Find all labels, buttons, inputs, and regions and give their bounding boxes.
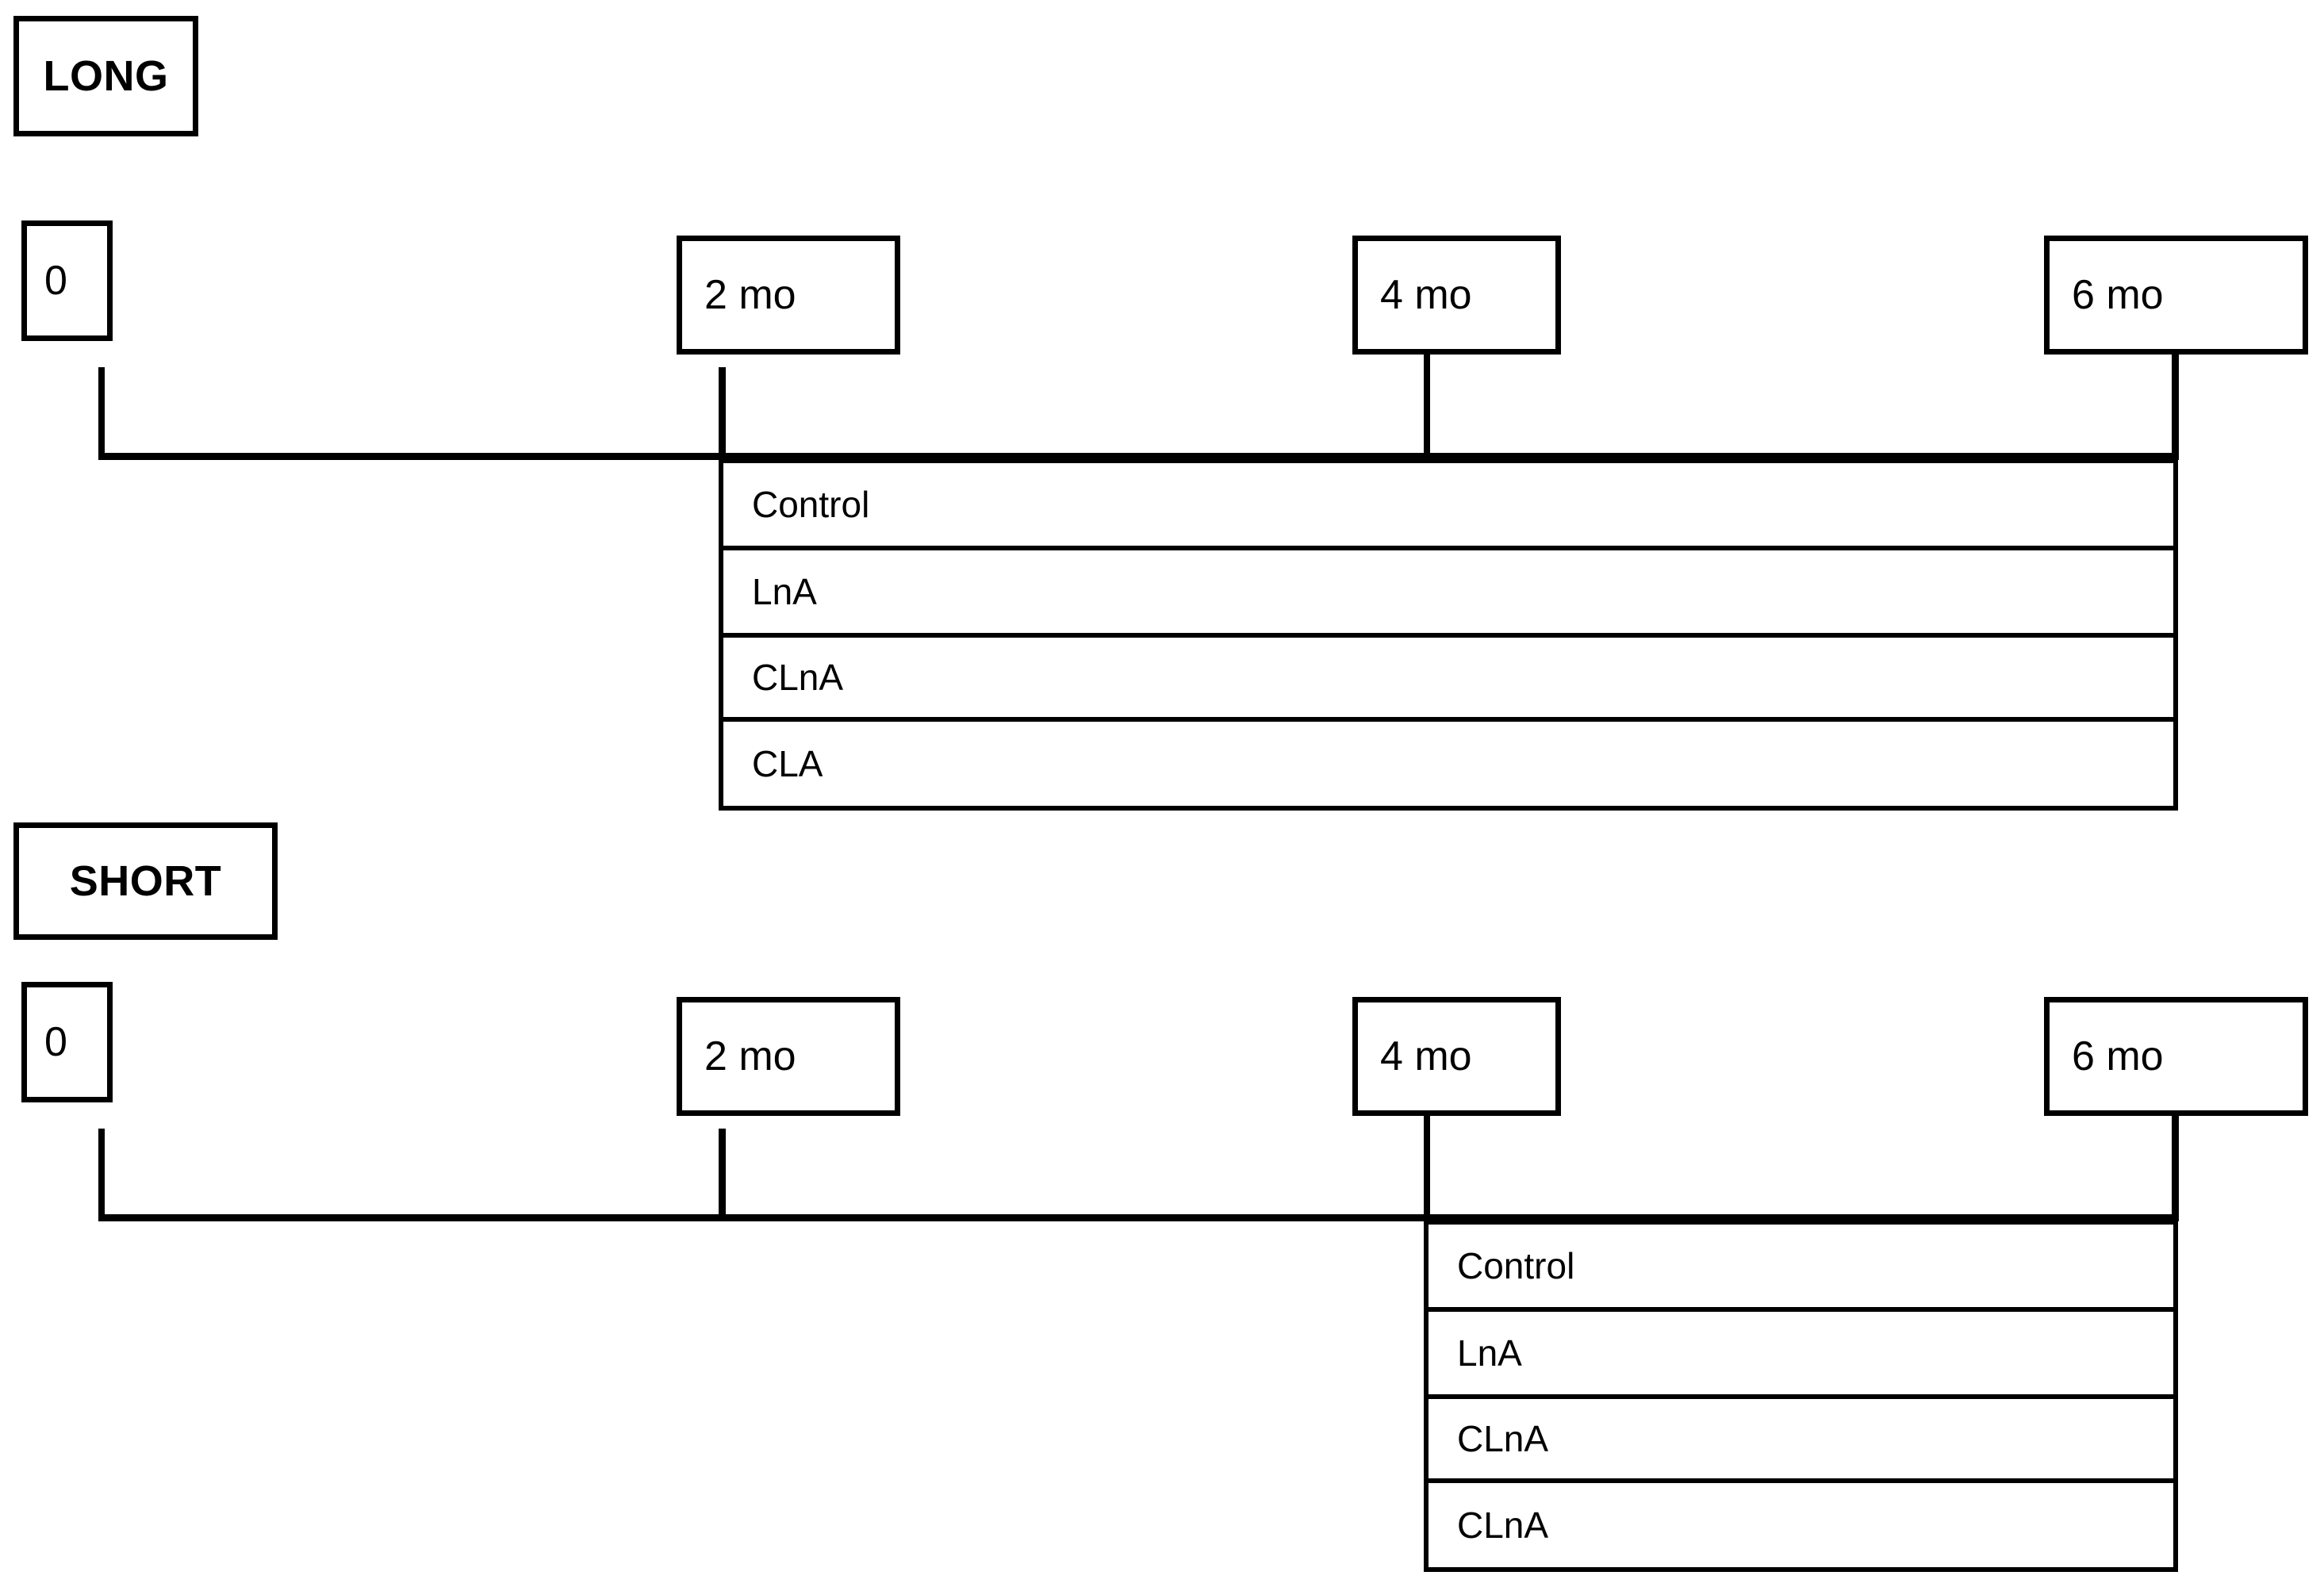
group-bar-long-lna: LnA	[719, 546, 2178, 638]
phase-label-short-text: SHORT	[69, 857, 222, 905]
phase-label-long: LONG	[13, 16, 198, 136]
group-bar-long-cla: CLA	[719, 717, 2178, 811]
timeline-stem-short-6mo	[2172, 1116, 2179, 1221]
timepoint-box-long-4mo: 4 mo	[1352, 236, 1561, 355]
timepoint-label-long-2mo: 2 mo	[704, 272, 796, 318]
group-label-long-clna: CLnA	[752, 657, 844, 698]
timepoint-box-long-0: 0	[21, 220, 113, 341]
group-label-long-lna: LnA	[752, 571, 817, 612]
timepoint-label-long-0: 0	[44, 258, 67, 304]
timeline-stem-long-4mo	[1424, 355, 1430, 459]
timeline-stem-short-4mo	[1424, 1116, 1430, 1221]
phase-label-short: SHORT	[13, 822, 278, 940]
group-bar-long-control: Control	[719, 458, 2178, 550]
group-bar-short-lna: LnA	[1424, 1307, 2178, 1399]
timepoint-label-long-4mo: 4 mo	[1380, 272, 1472, 318]
group-label-short-clna-2: CLnA	[1457, 1505, 1549, 1546]
group-bar-short-clna-2: CLnA	[1424, 1478, 2178, 1572]
timepoint-box-short-0: 0	[21, 982, 113, 1102]
timepoint-box-short-6mo: 6 mo	[2044, 997, 2308, 1116]
timeline-stem-long-6mo	[2172, 355, 2179, 459]
timepoint-box-short-2mo: 2 mo	[677, 997, 900, 1116]
timepoint-label-short-0: 0	[44, 1019, 67, 1065]
group-label-long-cla: CLA	[752, 743, 823, 784]
timeline-axis-short	[98, 1214, 2179, 1221]
timepoint-box-long-2mo: 2 mo	[677, 236, 900, 355]
timepoint-label-short-4mo: 4 mo	[1380, 1033, 1472, 1079]
timepoint-label-long-6mo: 6 mo	[2072, 272, 2164, 318]
phase-label-long-text: LONG	[43, 52, 169, 100]
timeline-stem-long-0	[98, 367, 105, 459]
group-bar-short-control: Control	[1424, 1220, 2178, 1312]
group-bar-short-clna-1: CLnA	[1424, 1394, 2178, 1483]
timeline-stem-long-2mo	[719, 367, 726, 459]
timepoint-label-short-2mo: 2 mo	[704, 1033, 796, 1079]
timepoint-label-short-6mo: 6 mo	[2072, 1033, 2164, 1079]
timeline-stem-short-2mo	[719, 1129, 726, 1221]
group-label-short-lna: LnA	[1457, 1332, 1522, 1374]
group-label-long-control: Control	[752, 484, 870, 525]
group-label-short-control: Control	[1457, 1245, 1575, 1286]
timepoint-box-long-6mo: 6 mo	[2044, 236, 2308, 355]
timeline-axis-long	[98, 453, 2179, 460]
timepoint-box-short-4mo: 4 mo	[1352, 997, 1561, 1116]
group-label-short-clna-1: CLnA	[1457, 1418, 1549, 1459]
group-bar-long-clna: CLnA	[719, 633, 2178, 722]
timeline-stem-short-0	[98, 1129, 105, 1221]
